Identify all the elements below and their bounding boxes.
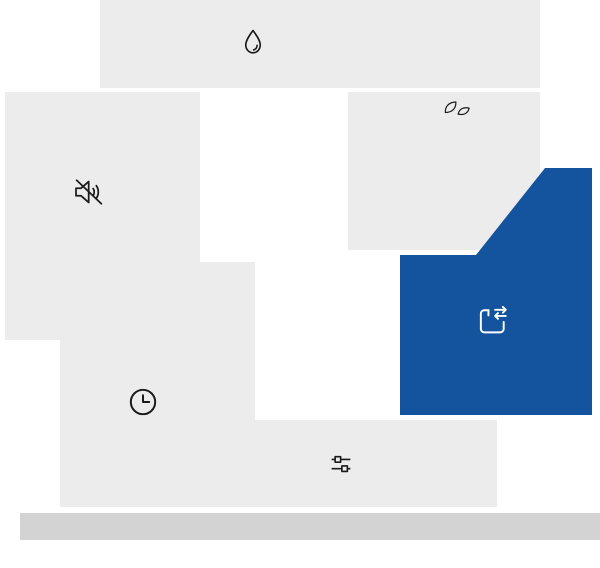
sliders-icon — [326, 449, 356, 479]
faucet-swap-icon — [476, 304, 512, 340]
settings-tile[interactable] — [60, 420, 497, 507]
clock-icon — [126, 385, 160, 419]
water-drop-icon — [238, 27, 268, 57]
speaker-muted-icon — [70, 173, 108, 211]
leaves-icon — [440, 99, 474, 127]
time-tile[interactable] — [60, 262, 255, 420]
water-tile[interactable] — [100, 0, 540, 88]
horizontal-scroll-track[interactable] — [20, 513, 600, 540]
